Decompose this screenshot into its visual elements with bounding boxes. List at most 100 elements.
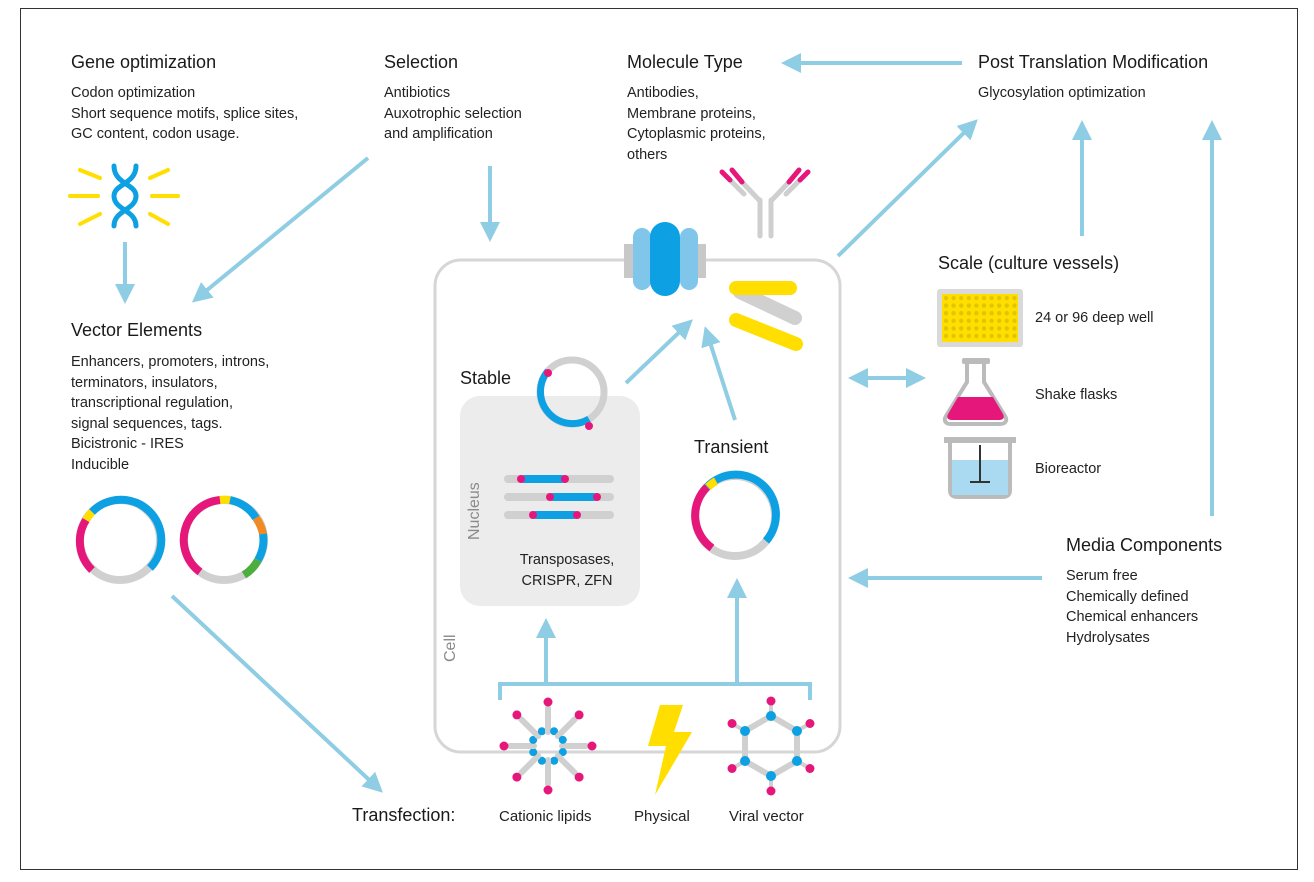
scale-item-shake-flasks: Shake flasks	[1035, 387, 1118, 403]
lipid-core-dot	[529, 735, 538, 744]
well-dot	[951, 303, 956, 308]
molecule-type-line: others	[627, 146, 668, 163]
well-dot	[951, 333, 956, 339]
gene-optimization-line: Short sequence motifs, splice sites,	[71, 105, 299, 122]
well-dot	[1004, 326, 1009, 331]
well-dot	[974, 303, 979, 308]
selection-line: and amplification	[384, 126, 493, 142]
well-dot	[966, 333, 971, 339]
well-dot	[951, 318, 956, 323]
cytoplasmic-protein-icon	[729, 281, 803, 351]
virus-spike-tip	[805, 764, 815, 773]
lipid-core-dot	[550, 727, 559, 736]
well-dot	[997, 326, 1002, 331]
media-components-line: Serum free	[1066, 568, 1138, 584]
lipid-core-dot	[537, 756, 546, 765]
lipid-head	[574, 710, 584, 720]
well-dot	[997, 295, 1002, 301]
virus-spike-tip	[727, 719, 737, 728]
well-dot	[989, 326, 994, 331]
well-dot	[981, 311, 987, 316]
media-components-line: Chemically defined	[1066, 588, 1189, 605]
well-dot	[989, 295, 994, 301]
well-dot	[997, 303, 1002, 308]
well-dot	[943, 295, 949, 301]
well-dot	[943, 318, 949, 323]
virus-vertex	[766, 711, 776, 721]
selection-line: Antibiotics	[384, 85, 451, 101]
arrow-vector-to-transfection	[170, 594, 383, 793]
well-dot	[1004, 295, 1009, 301]
post-translation-title: Post Translation Modification	[978, 52, 1209, 72]
antibody-icon	[719, 167, 811, 239]
well-dot	[943, 303, 949, 308]
transfection-method-viral-vector: Viral vector	[729, 808, 804, 825]
well-dot	[989, 303, 994, 308]
arrow-transient-to-protein	[701, 326, 737, 421]
well-dot	[1004, 318, 1009, 323]
deep-well-plate-icon	[937, 289, 1023, 347]
well-dot	[959, 295, 964, 301]
virus-vertex	[791, 756, 802, 766]
well-dot	[951, 326, 956, 331]
well-dot	[981, 326, 987, 331]
well-dot	[966, 318, 971, 323]
transient-plasmid-icon	[691, 470, 780, 560]
bioreactor-icon	[944, 437, 1016, 499]
molecule-type-line: Cytoplasmic proteins,	[627, 126, 766, 142]
well-dot	[981, 295, 987, 301]
stable-plasmid-icon	[536, 356, 608, 430]
well-dot	[1012, 303, 1017, 308]
virus-vertex	[740, 726, 751, 736]
well-dot	[951, 295, 956, 301]
lipid-core-dot	[558, 735, 567, 744]
selection-line: Auxotrophic selection	[384, 105, 522, 122]
vector-elements-line: terminators, insulators,	[71, 374, 218, 391]
selection-title: Selection	[384, 52, 459, 72]
lipid-head	[499, 741, 509, 751]
transfection-method-cationic-lipids: Cationic lipids	[499, 808, 592, 825]
well-dot	[1012, 311, 1017, 316]
well-dot	[959, 333, 964, 339]
scale-item-deep-well: 24 or 96 deep well	[1035, 310, 1154, 326]
molecule-type-title: Molecule Type	[627, 52, 743, 72]
shake-flask-icon	[942, 358, 1009, 426]
lipid-head	[543, 785, 553, 795]
well-dot	[966, 326, 971, 331]
transfection-method-physical: Physical	[634, 808, 690, 825]
membrane-protein-icon	[624, 222, 706, 296]
lipid-core-dot	[550, 756, 559, 765]
well-dot	[951, 311, 956, 316]
lipid-tail	[518, 716, 542, 740]
cationic-lipids-icon	[499, 697, 597, 795]
scale-title: Scale (culture vessels)	[938, 253, 1120, 273]
virus-capsid	[742, 712, 800, 780]
chromosomes-icon	[504, 475, 614, 519]
transfection-bracket	[498, 682, 812, 700]
well-dot	[974, 295, 979, 301]
lipid-core-dot	[537, 727, 546, 736]
well-dot	[966, 303, 971, 308]
lipid-head	[543, 697, 553, 707]
well-dot	[1004, 311, 1009, 316]
virus-spike-tip	[766, 696, 776, 706]
media-components-line: Chemical enhancers	[1066, 609, 1199, 625]
well-dot	[974, 326, 979, 331]
virus-spike-tip	[727, 764, 737, 773]
virus-vertex	[740, 756, 751, 766]
virus-vertex	[766, 771, 776, 781]
gene-optimization-title: Gene optimization	[71, 52, 217, 72]
diagram-frame	[20, 8, 1298, 870]
lightning-icon	[648, 705, 692, 795]
stable-label: Stable	[460, 368, 512, 388]
well-dot	[943, 326, 949, 331]
nucleus-tools-line: Transposases,	[519, 552, 615, 568]
well-dot	[1004, 303, 1009, 308]
well-dot	[1012, 318, 1017, 323]
lipid-core-dot	[558, 748, 567, 757]
well-dot	[943, 333, 949, 339]
well-dot	[959, 326, 964, 331]
molecule-type-line: Membrane proteins,	[627, 105, 756, 122]
well-dot	[989, 311, 994, 316]
gene-optimization-line: Codon optimization	[71, 85, 196, 101]
